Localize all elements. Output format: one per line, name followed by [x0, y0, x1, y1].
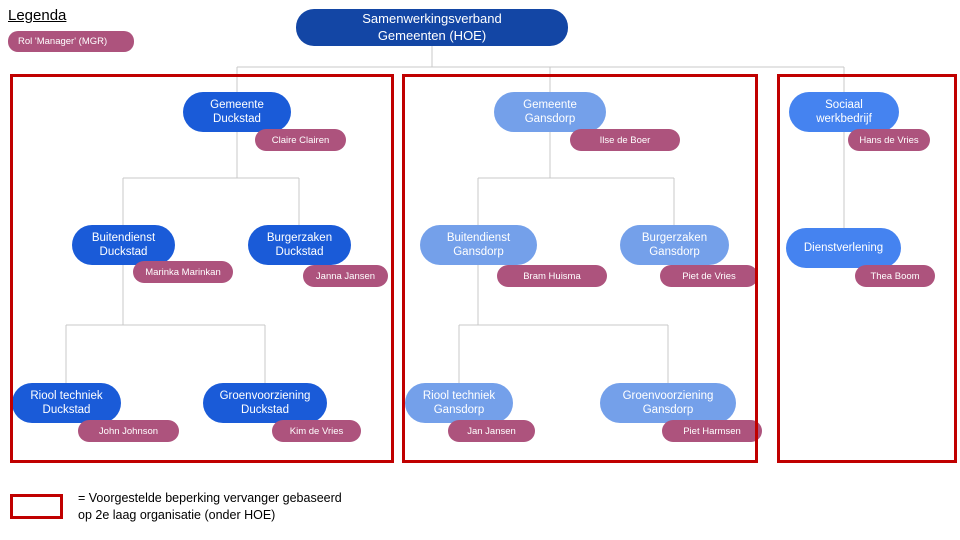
node-burgerzaken-duckstad: Burgerzaken Duckstad	[248, 225, 351, 265]
highlight-box-sociaal	[777, 74, 957, 463]
node-gemeente-duckstad: Gemeente Duckstad	[183, 92, 291, 132]
manager-pill-janna-jansen: Janna Jansen	[303, 265, 388, 287]
node-dienstverlening: Dienstverlening	[786, 228, 901, 268]
legend-manager-role-pill: Rol 'Manager' (MGR)	[8, 31, 134, 52]
node-riool-techniek-duckstad: Riool techniek Duckstad	[12, 383, 121, 423]
node-sociaal-werkbedrijf: Sociaal werkbedrijf	[789, 92, 899, 132]
manager-pill-john-johnson: John Johnson	[78, 420, 179, 442]
node-samenwerkingsverband-root: Samenwerkingsverband Gemeenten (HOE)	[296, 9, 568, 46]
manager-pill-marinka-marinkan: Marinka Marinkan	[133, 261, 233, 283]
node-groenvoorziening-duckstad: Groenvoorziening Duckstad	[203, 383, 327, 423]
manager-pill-claire-clairen: Claire Clairen	[255, 129, 346, 151]
highlight-box-gansdorp	[402, 74, 758, 463]
node-buitendienst-duckstad: Buitendienst Duckstad	[72, 225, 175, 265]
node-burgerzaken-gansdorp: Burgerzaken Gansdorp	[620, 225, 729, 265]
footnote-legend-swatch	[10, 494, 63, 519]
manager-pill-jan-jansen: Jan Jansen	[448, 420, 535, 442]
node-groenvoorziening-gansdorp: Groenvoorziening Gansdorp	[600, 383, 736, 423]
manager-pill-ilse-de-boer: Ilse de Boer	[570, 129, 680, 151]
manager-pill-kim-de-vries: Kim de Vries	[272, 420, 361, 442]
node-riool-techniek-gansdorp: Riool techniek Gansdorp	[405, 383, 513, 423]
manager-pill-bram-huisma: Bram Huisma	[497, 265, 607, 287]
manager-pill-piet-harmsen: Piet Harmsen	[662, 420, 762, 442]
legend-title: Legenda	[8, 7, 67, 24]
footnote-text: = Voorgestelde beperking vervanger gebas…	[78, 491, 342, 522]
manager-pill-piet-de-vries: Piet de Vries	[660, 265, 758, 287]
highlight-box-duckstad	[10, 74, 394, 463]
manager-pill-thea-boom: Thea Boom	[855, 265, 935, 287]
node-gemeente-gansdorp: Gemeente Gansdorp	[494, 92, 606, 132]
manager-pill-hans-de-vries: Hans de Vries	[848, 129, 930, 151]
node-buitendienst-gansdorp: Buitendienst Gansdorp	[420, 225, 537, 265]
